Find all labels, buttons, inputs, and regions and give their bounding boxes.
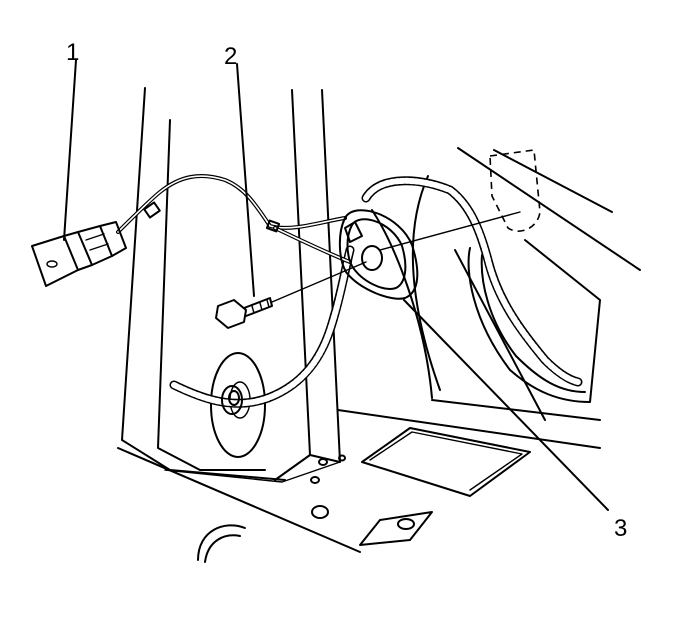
main-harness bbox=[169, 176, 583, 415]
electrical-connector bbox=[31, 221, 127, 287]
sensor-wire bbox=[116, 174, 352, 264]
leader-lines bbox=[63, 59, 609, 511]
callout-3: 3 bbox=[614, 515, 627, 542]
floor-panel bbox=[117, 399, 601, 563]
callout-2: 2 bbox=[224, 43, 237, 70]
grommet-bracket bbox=[338, 209, 521, 300]
body-side bbox=[371, 147, 641, 421]
mounting-bolt bbox=[215, 261, 367, 329]
pillar bbox=[121, 87, 341, 483]
callout-1: 1 bbox=[66, 39, 79, 66]
